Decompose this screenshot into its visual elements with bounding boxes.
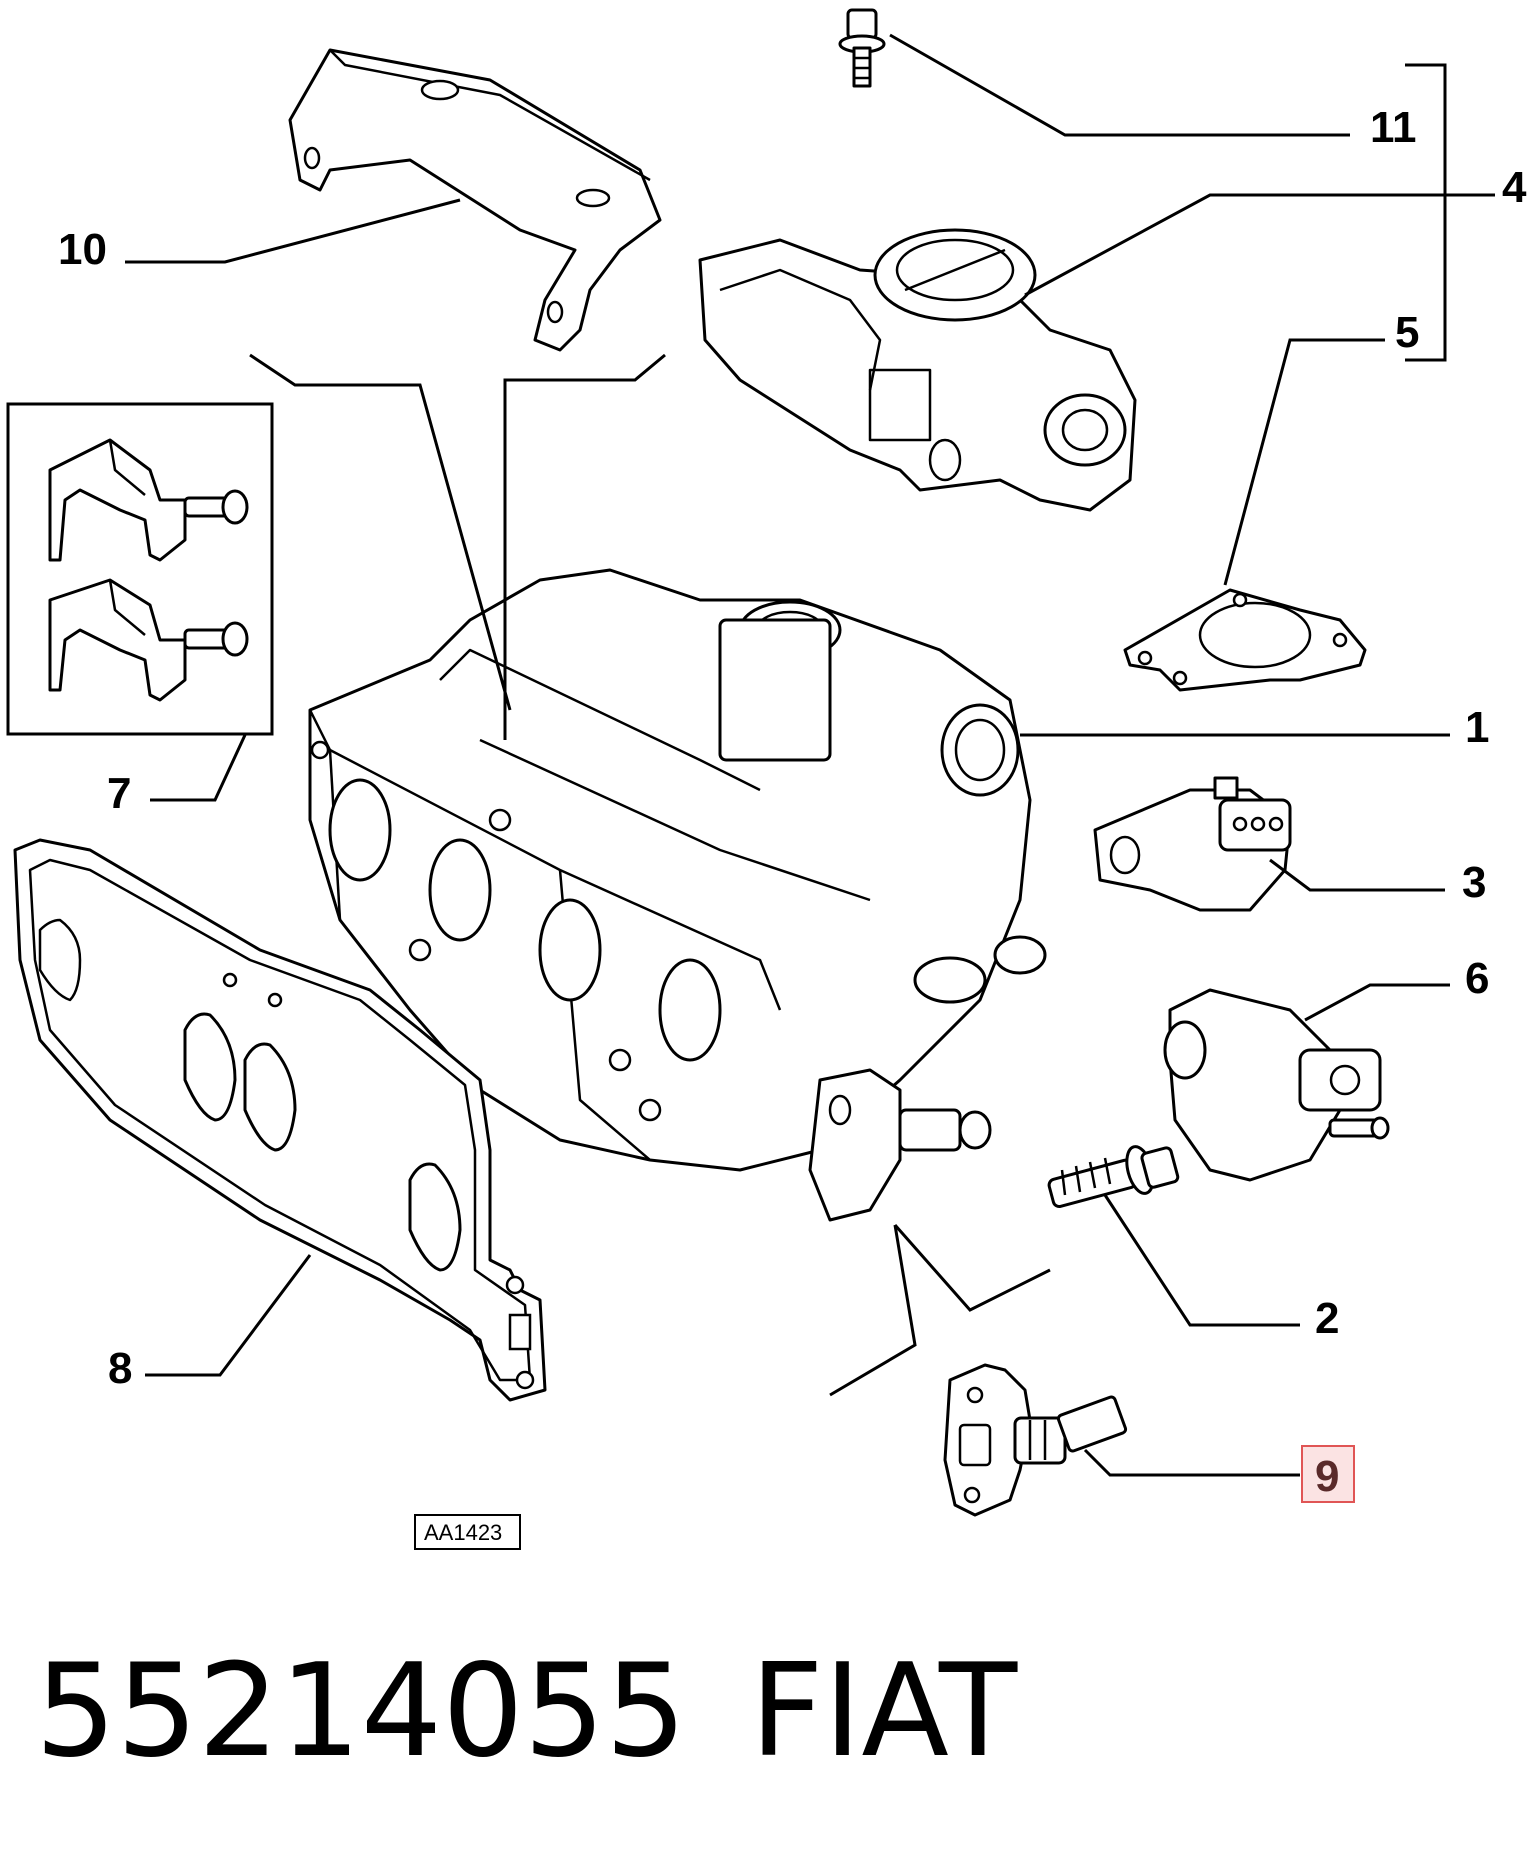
callout-5: 5 <box>1395 308 1419 357</box>
clips-7-drawing <box>6 402 274 736</box>
gasket-5-drawing <box>1123 588 1367 692</box>
gasket-8-drawing <box>13 838 547 1402</box>
intake-manifold-1-drawing <box>308 568 1047 1222</box>
callout-1: 1 <box>1465 703 1489 752</box>
callout-2: 2 <box>1315 1294 1339 1343</box>
callout-6: 6 <box>1465 954 1489 1003</box>
callout-11: 11 <box>1370 103 1417 152</box>
bolt-2-drawing <box>1047 1145 1180 1209</box>
callout-7: 7 <box>107 769 131 818</box>
highlighted-callout-9[interactable]: 9 <box>1301 1445 1355 1503</box>
valve-6-drawing <box>1163 988 1390 1182</box>
bracket-10-drawing <box>288 48 662 352</box>
throttle-body-4-drawing <box>698 228 1137 512</box>
callout-9: 9 <box>1315 1452 1339 1501</box>
callout-10: 10 <box>58 225 107 274</box>
drawing-ref-text: AA1423 <box>424 1520 502 1545</box>
brand-label: FIAT <box>750 1637 1018 1786</box>
callout-4: 4 <box>1502 163 1527 212</box>
part-number: 55214055 <box>35 1637 687 1786</box>
drawing-ref-label: AA1423 <box>414 1514 521 1550</box>
bolt-11-drawing <box>838 8 886 88</box>
callout-8: 8 <box>108 1344 132 1393</box>
leader-lines <box>125 33 1495 1477</box>
sensor-9-drawing <box>943 1363 1128 1517</box>
callout-3: 3 <box>1462 858 1486 907</box>
sensor-3-drawing <box>1093 776 1292 912</box>
